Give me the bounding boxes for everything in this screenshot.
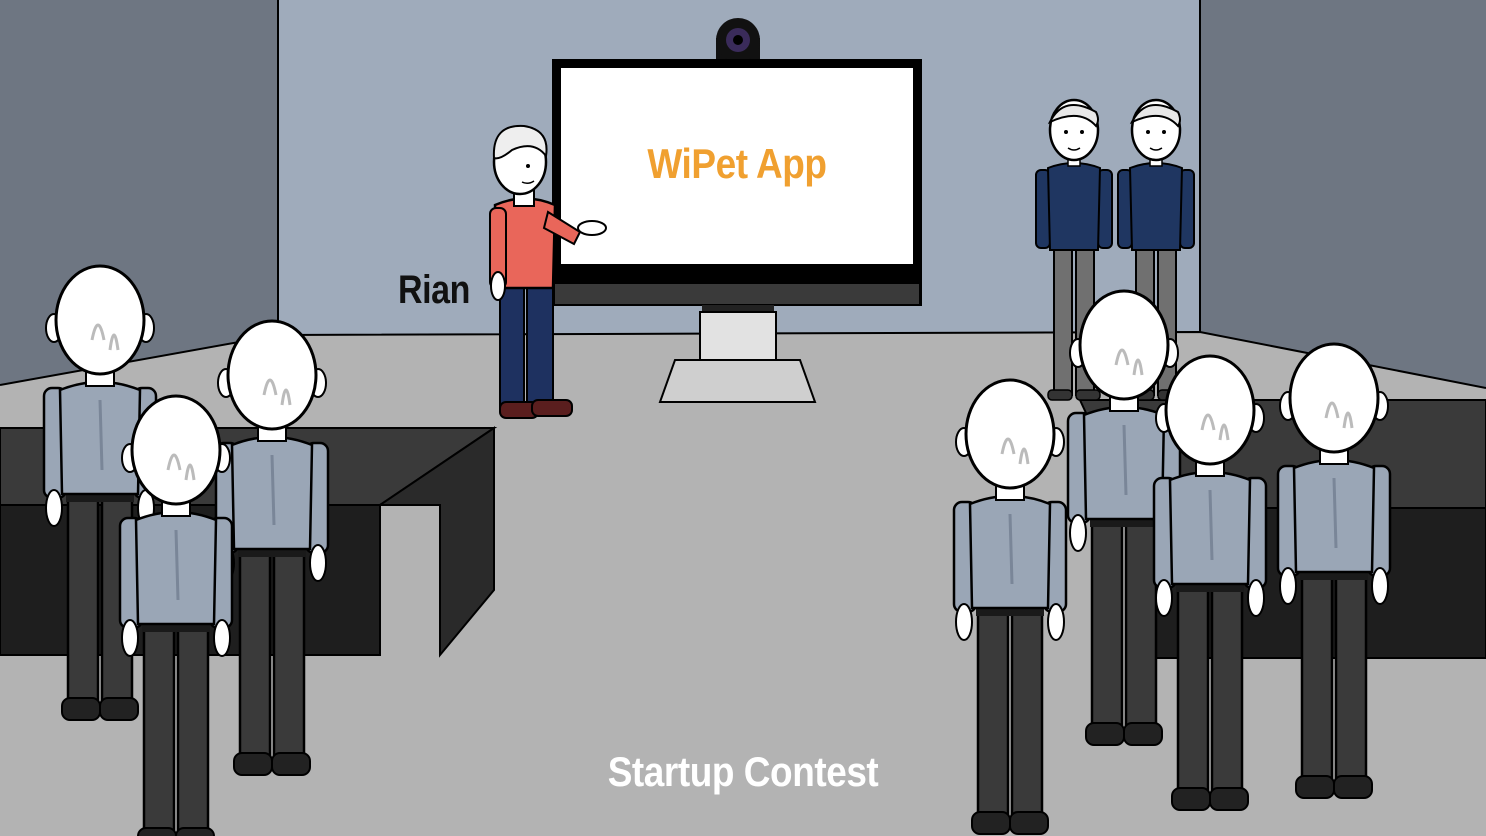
presenter-name-label: Rian xyxy=(398,268,470,312)
presentation-screen: WiPet App xyxy=(561,68,913,264)
presenter-figure xyxy=(489,124,607,419)
scene-caption: Startup Contest xyxy=(607,748,879,795)
screen-title: WiPet App xyxy=(647,140,827,187)
